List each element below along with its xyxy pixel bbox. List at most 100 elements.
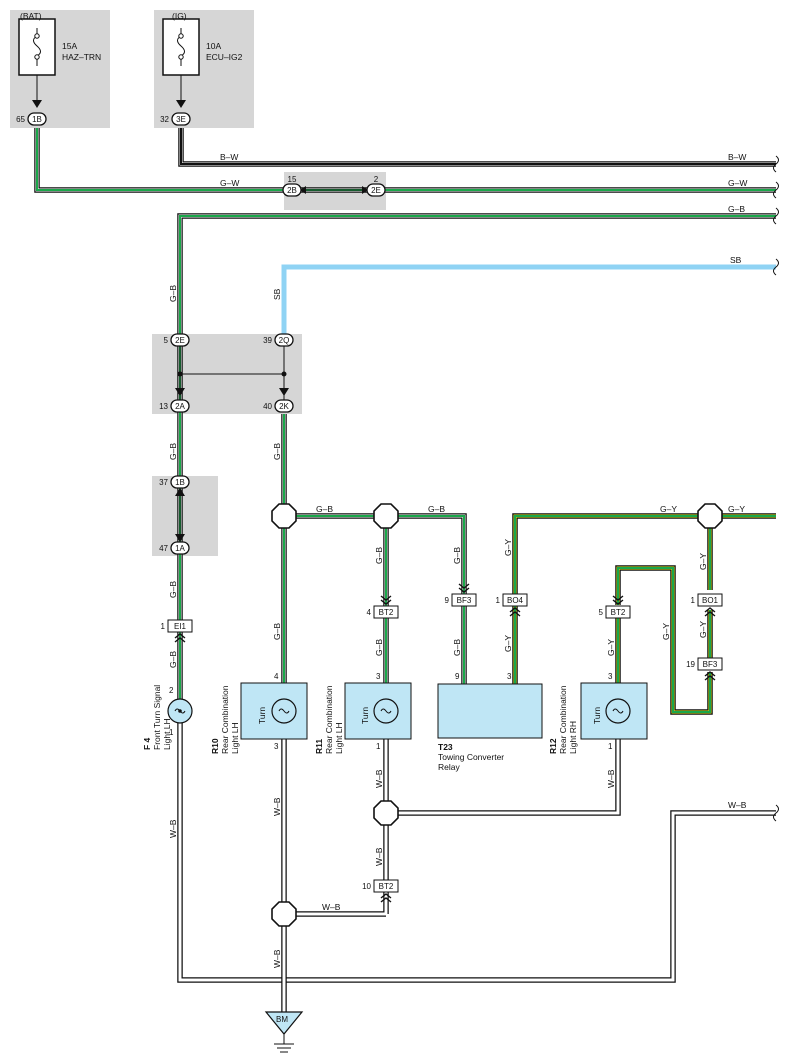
component-r11-rear-light [344, 682, 412, 740]
r11-pin-bot: 1 [376, 742, 381, 751]
tag-bt2-4-pin: 4 [367, 608, 372, 617]
fuse-bat-source: (BAT) [20, 11, 42, 21]
t23-pin-left: 9 [455, 672, 460, 681]
label-gy-v2: G–Y [503, 635, 513, 652]
f4-line2: Light LH [162, 718, 172, 750]
fuse-ig-source: (IG) [172, 11, 187, 21]
connector-1a-pin: 47 [159, 544, 168, 553]
label-gw-right: G–W [728, 178, 747, 188]
ground-bm [264, 1011, 304, 1053]
label-gb-v1: G–B [168, 285, 178, 302]
splice-1 [271, 503, 297, 529]
r12-code: R12 [548, 738, 558, 754]
component-r12-rear-light [580, 682, 648, 740]
t23-line1: Towing Converter [438, 752, 504, 762]
r12-line2: Light RH [568, 721, 578, 754]
connector-1b-bat-pin: 65 [16, 115, 25, 124]
component-f4-front-turn-signal [167, 698, 193, 724]
tag-bo4-label: BO4 [507, 596, 524, 605]
wire-g-b-rear [281, 414, 467, 690]
label-gy-h2: G–Y [728, 504, 745, 514]
wire-b-w-top [178, 128, 776, 167]
label-sb-right: SB [730, 255, 742, 265]
tag-bt2-4: BT2 4 [367, 595, 399, 619]
connector-2k-pin: 40 [263, 402, 272, 411]
tag-bt2-10-label: BT2 [379, 882, 394, 891]
label-sb-v: SB [272, 288, 282, 300]
wire-g-w [34, 128, 776, 193]
junction-2b-2e-link [300, 186, 368, 194]
wire-sb [281, 264, 776, 334]
tag-bt2-5-label: BT2 [611, 608, 626, 617]
connector-2e-top-pin: 2 [374, 175, 379, 184]
tag-bf3-9-pin: 9 [445, 596, 450, 605]
tag-bo4-chevron [509, 607, 521, 617]
wire-w-b [177, 722, 776, 1012]
fuse-bat-name: HAZ–TRN [62, 52, 101, 62]
wire-g-y [512, 513, 776, 715]
connector-2e: 2E5 [164, 333, 190, 347]
r10-line1: Rear Combination [220, 685, 230, 754]
label-gb-v4: G–B [168, 581, 178, 598]
connector-2a-label: 2A [175, 402, 185, 411]
label-gb-v9: G–B [374, 639, 384, 656]
tag-bf3-19-pin: 19 [686, 660, 695, 669]
wire-g-b-main [177, 213, 776, 700]
tag-bt2-4-label: BT2 [379, 608, 394, 617]
component-t23-towing-relay [437, 683, 543, 739]
f4-line1: Front Turn Signal [152, 685, 162, 750]
tag-bt2-10-pin: 10 [362, 882, 371, 891]
r11-pin-top: 3 [376, 672, 381, 681]
fuse-ig-name: ECU–IG2 [206, 52, 243, 62]
label-wb-v6: W–B [272, 949, 282, 968]
r11-line2: Light LH [334, 722, 344, 754]
splice-4 [373, 800, 399, 826]
connector-3e-ig-label: 3E [176, 115, 186, 124]
tag-bt2-5-pin: 5 [599, 608, 604, 617]
label-wb-v4: W–B [374, 847, 384, 866]
connector-2b-label: 2B [287, 186, 297, 195]
connector-2e-top-label: 2E [371, 186, 381, 195]
tag-bt2-5-chevron [612, 595, 624, 605]
tag-ei1-pin: 1 [161, 622, 166, 631]
label-gw-left: G–W [220, 178, 239, 188]
tag-bt2-5: BT2 5 [599, 595, 631, 619]
label-gy-v6: G–Y [606, 639, 616, 656]
fuse-ig-rating: 10A [206, 41, 221, 51]
splice-points [271, 503, 723, 927]
t23-line2: Relay [438, 762, 460, 772]
tag-bo1-chevron [704, 607, 716, 617]
tag-bf3-9-chevron [458, 583, 470, 593]
label-gb-v6: G–B [374, 547, 384, 564]
r12-inner: Turn [592, 707, 602, 724]
wire-labels: B–W B–W G–W G–W G–B SB G–B SB G–B G–B G–… [168, 152, 747, 968]
splice-2 [373, 503, 399, 529]
label-gy-v5: G–Y [661, 623, 671, 640]
component-r10-rear-light [240, 682, 308, 740]
tag-bf3-19-label: BF3 [703, 660, 718, 669]
label-gb-right: G–B [728, 204, 745, 214]
f4-pin-top: 2 [169, 686, 174, 695]
tag-bo1-pin: 1 [691, 596, 696, 605]
label-bw-left: B–W [220, 152, 238, 162]
tag-ei1: EI1 1 [161, 619, 193, 643]
label-gb-v3: G–B [272, 443, 282, 460]
wire-end-marks [773, 155, 779, 822]
t23-pin-right: 3 [507, 672, 512, 681]
tag-ei1-label: EI1 [174, 622, 187, 631]
fuse-haz-trn [18, 18, 56, 108]
r11-line1: Rear Combination [324, 685, 334, 754]
label-gy-v1: G–Y [503, 539, 513, 556]
fuse-bat-rating: 15A [62, 41, 77, 51]
label-gy-v4: G–Y [698, 621, 708, 638]
splice-3 [697, 503, 723, 529]
